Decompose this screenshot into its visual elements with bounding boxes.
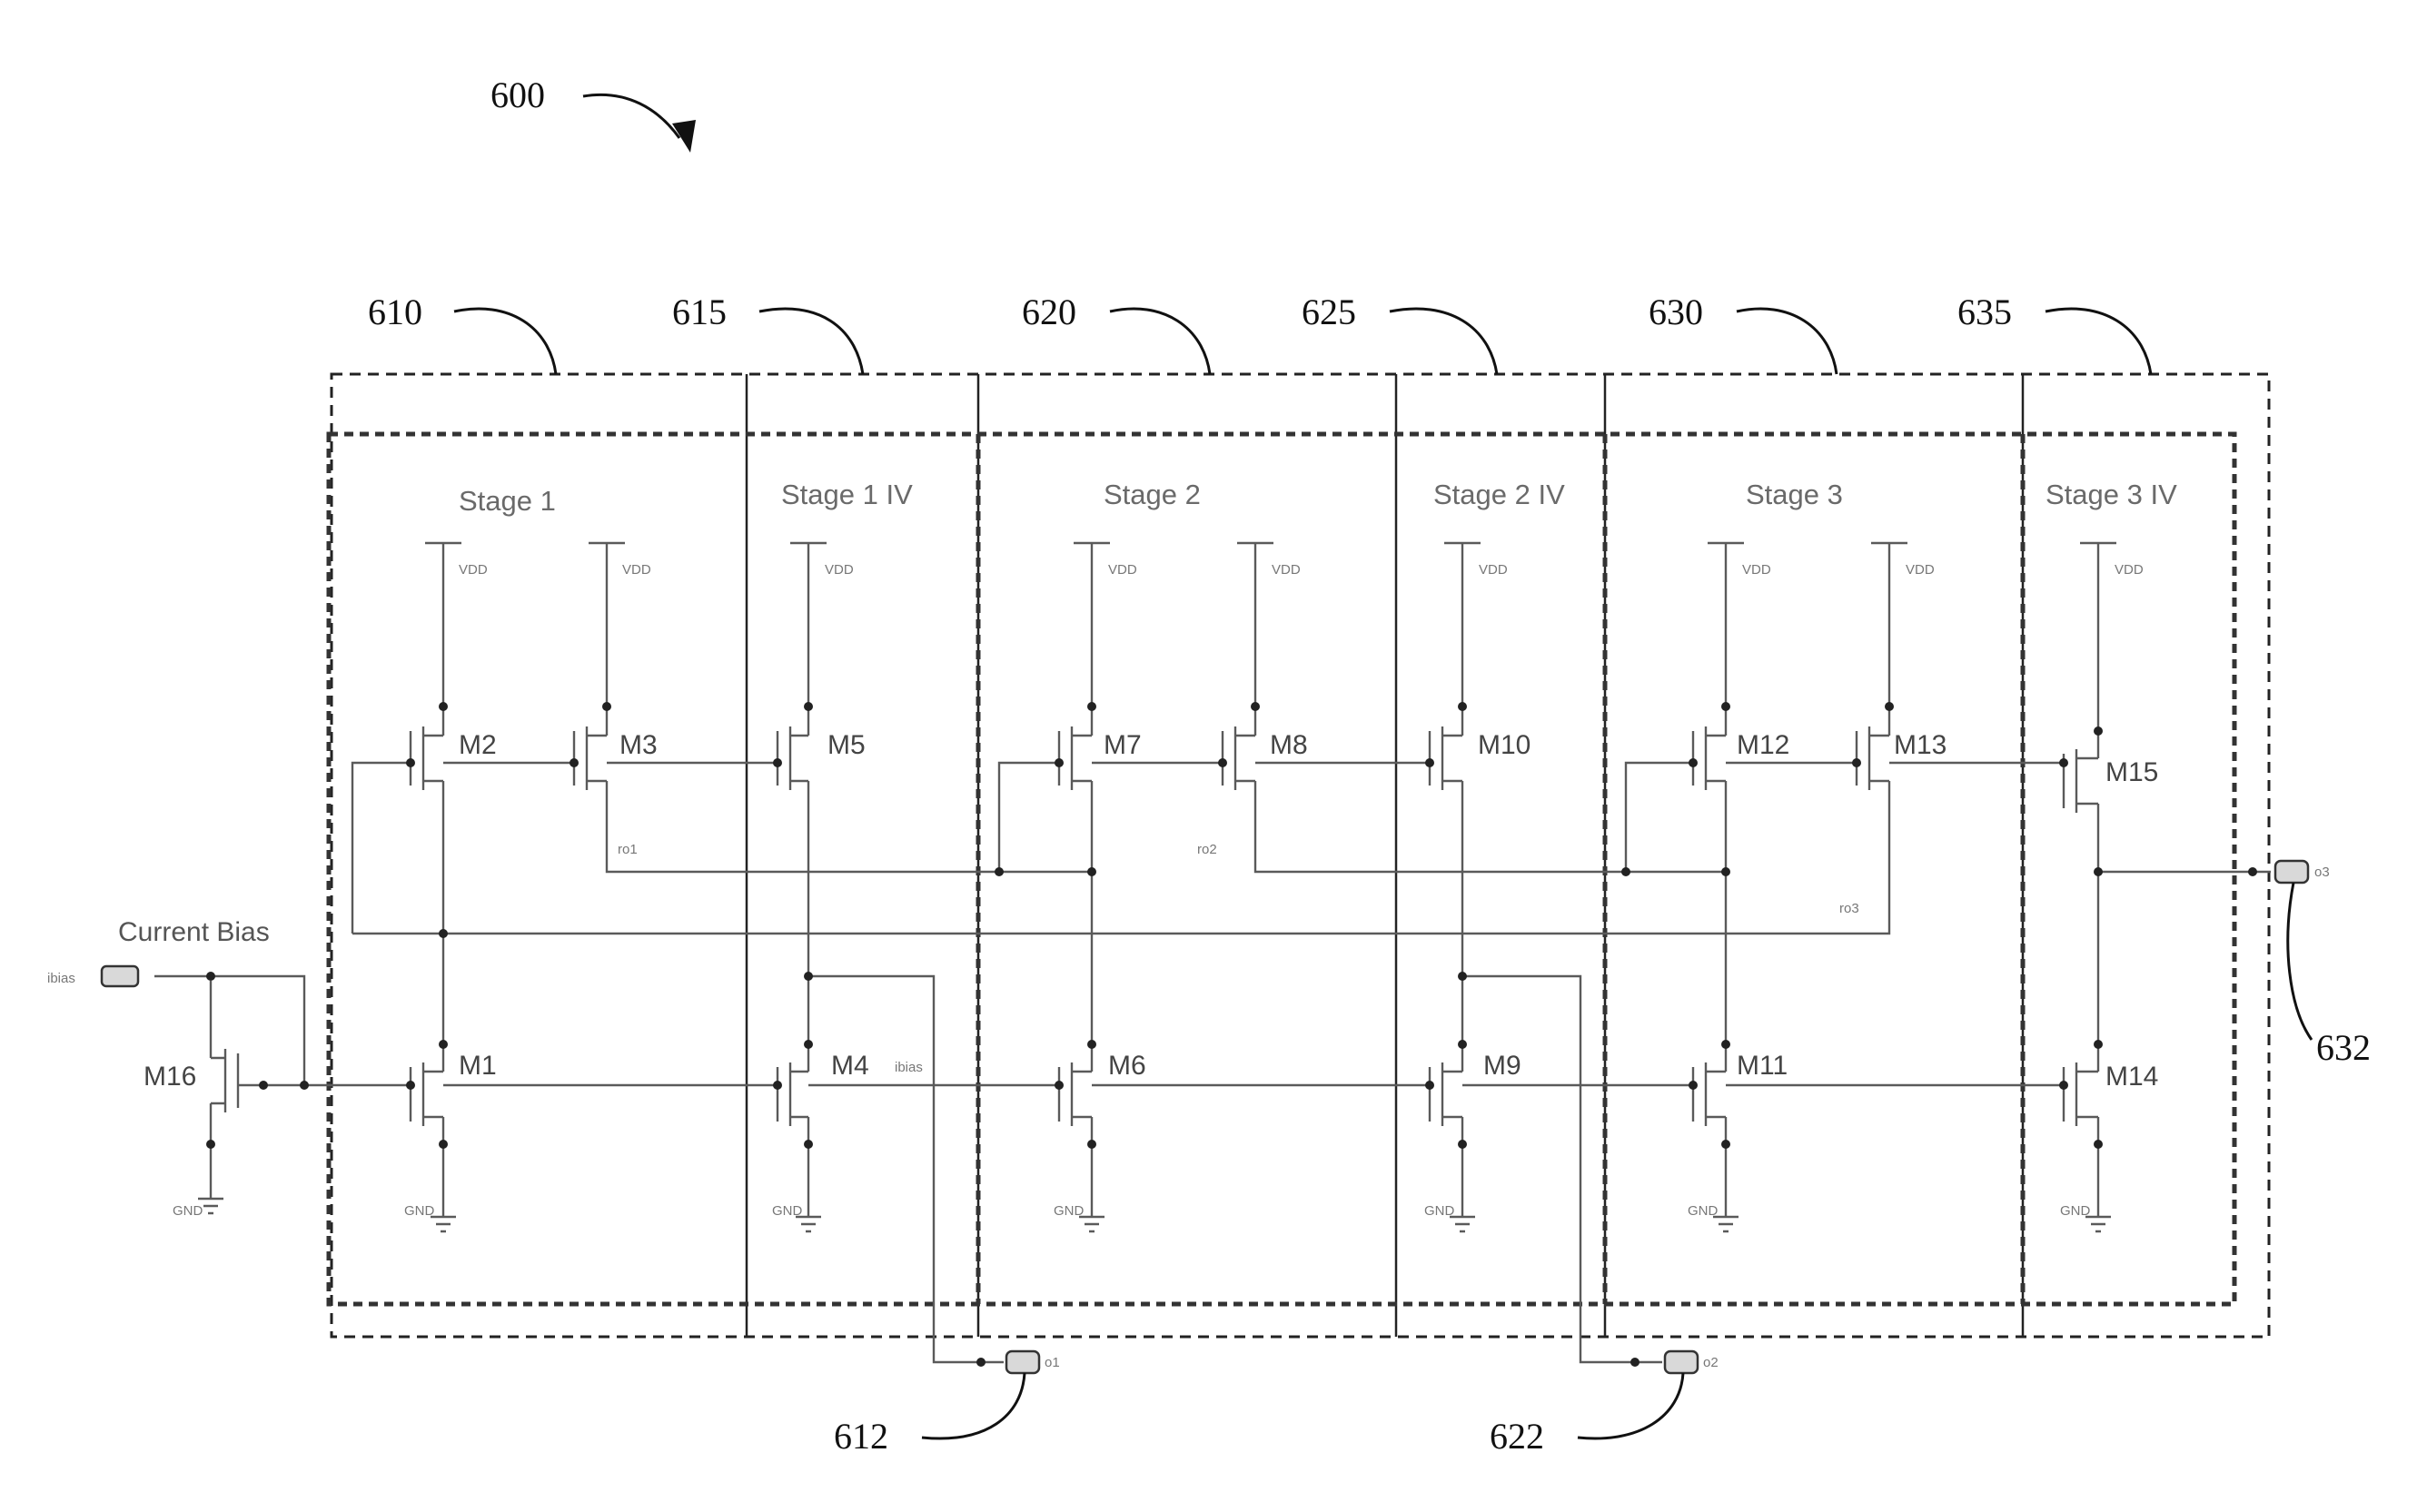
- figure-arrow: [583, 94, 679, 138]
- ref-622: 622: [1490, 1416, 1544, 1457]
- ref-610: 610: [368, 292, 422, 332]
- gnd-label-m4: GND: [772, 1203, 803, 1219]
- pmos-devices: [352, 707, 2098, 1044]
- output-pin-o3: [2275, 861, 2308, 883]
- stage-1-iv-label: Stage 1 IV: [781, 479, 913, 510]
- label-m7: M7: [1104, 730, 1142, 760]
- label-m13: M13: [1894, 730, 1947, 760]
- label-m1: M1: [459, 1051, 497, 1081]
- label-m2: M2: [459, 730, 497, 760]
- stage-2-label: Stage 2: [1104, 479, 1201, 510]
- label-m9: M9: [1483, 1051, 1521, 1081]
- ro3-label: ro3: [1839, 901, 1859, 916]
- junction-dots: [206, 702, 2257, 1367]
- leader-610: [454, 309, 556, 374]
- leader-612: [922, 1373, 1025, 1438]
- ref-630: 630: [1649, 292, 1703, 332]
- stage-3-iv-label: Stage 3 IV: [2046, 479, 2177, 510]
- vdd-label-m3: VDD: [622, 562, 651, 578]
- input-pin-ibias: [102, 966, 138, 986]
- vdd-label-m15: VDD: [2115, 562, 2144, 578]
- vdd-label-m8: VDD: [1272, 562, 1301, 578]
- current-bias-label: Current Bias: [118, 917, 270, 947]
- label-m14: M14: [2105, 1062, 2158, 1092]
- leader-615: [759, 309, 863, 374]
- leader-622: [1578, 1373, 1683, 1438]
- label-m10: M10: [1478, 730, 1530, 760]
- gnd-label-m16: GND: [173, 1203, 203, 1219]
- figure-arrowhead: [672, 120, 696, 153]
- label-m11: M11: [1737, 1051, 1788, 1081]
- label-m8: M8: [1270, 730, 1308, 760]
- vdd-label-m13: VDD: [1906, 562, 1935, 578]
- label-m16: M16: [144, 1062, 196, 1092]
- leader-620: [1110, 309, 1210, 374]
- gnd-label-m9: GND: [1424, 1203, 1455, 1219]
- label-m12: M12: [1737, 730, 1789, 760]
- leader-632: [2288, 883, 2312, 1040]
- vdd-label-m10: VDD: [1479, 562, 1508, 578]
- gnd-label-m1: GND: [404, 1203, 435, 1219]
- vdd-label-m2: VDD: [459, 562, 488, 578]
- label-m5: M5: [827, 730, 866, 760]
- stage-3-label: Stage 3: [1746, 479, 1843, 510]
- vdd-label-m7: VDD: [1108, 562, 1137, 578]
- o3-label: o3: [2314, 865, 2330, 880]
- ibias-pin-label: ibias: [47, 971, 75, 986]
- vdd-label-m12: VDD: [1742, 562, 1771, 578]
- label-m6: M6: [1108, 1051, 1146, 1081]
- vdd-columns: [425, 543, 2116, 731]
- label-m15: M15: [2105, 757, 2158, 787]
- leader-625: [1390, 309, 1497, 374]
- label-m4: M4: [831, 1051, 869, 1081]
- stage1-feedback: [352, 763, 411, 934]
- gnd-label-m11: GND: [1688, 1203, 1719, 1219]
- schematic-wiring: [102, 543, 2308, 1373]
- label-m3: M3: [619, 730, 658, 760]
- stage3-diode: [1626, 763, 1693, 872]
- ro1-label: ro1: [618, 842, 638, 857]
- ref-612: 612: [834, 1416, 888, 1457]
- stage2-diode: [999, 763, 1059, 872]
- ref-620: 620: [1022, 292, 1076, 332]
- ref-635: 635: [1957, 292, 2012, 332]
- ro2-label: ro2: [1197, 842, 1217, 857]
- leader-635: [2046, 309, 2151, 374]
- gnd-label-m6: GND: [1054, 1203, 1085, 1219]
- figure-number: 600: [490, 74, 545, 115]
- ref-615: 615: [672, 292, 727, 332]
- stage-1-label: Stage 1: [459, 485, 556, 517]
- vdd-label-m5: VDD: [825, 562, 854, 578]
- leader-630: [1737, 309, 1837, 374]
- ref-625: 625: [1302, 292, 1356, 332]
- stage-2-iv-label: Stage 2 IV: [1433, 479, 1565, 510]
- o2-label: o2: [1703, 1355, 1719, 1370]
- nmos-devices: [211, 981, 2098, 1217]
- o1-label: o1: [1045, 1355, 1060, 1370]
- ground-symbols: [198, 1199, 2111, 1231]
- ibias-net-label: ibias: [895, 1060, 923, 1075]
- gnd-label-m14: GND: [2060, 1203, 2091, 1219]
- ref-632: 632: [2316, 1027, 2371, 1068]
- output-pin-o2: [1665, 1351, 1698, 1373]
- output-pin-o1: [1006, 1351, 1039, 1373]
